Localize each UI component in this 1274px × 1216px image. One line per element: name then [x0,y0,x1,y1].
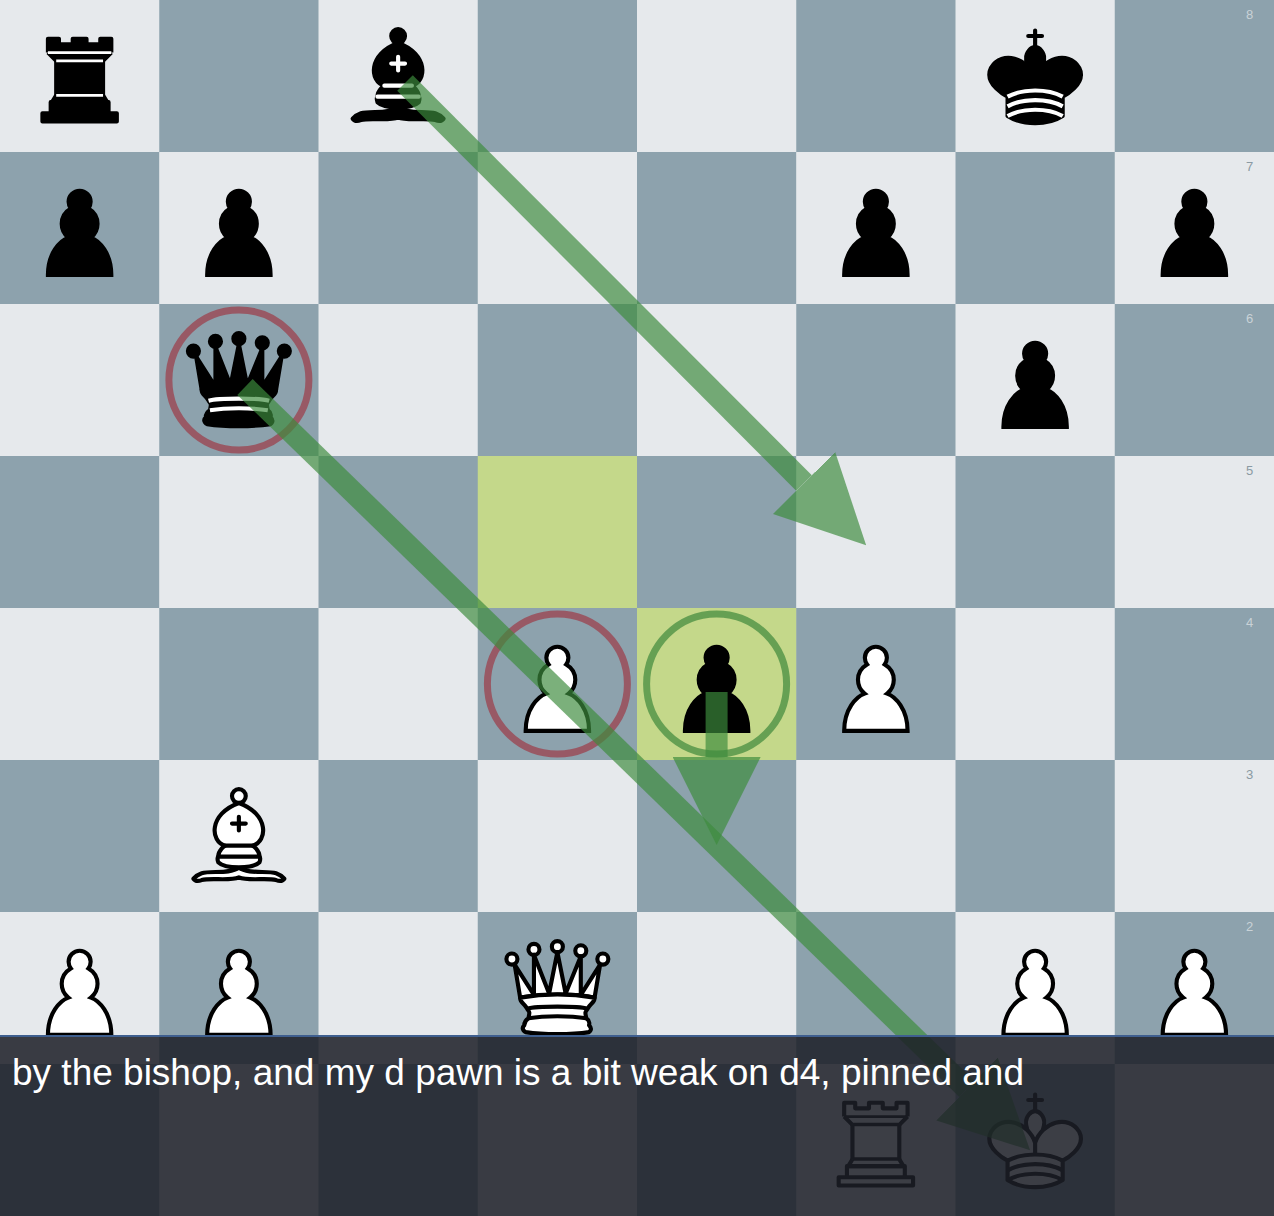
board-square [159,608,319,761]
board-square [478,456,638,609]
board-square [637,152,797,305]
board-square [159,0,319,153]
board-square [319,760,479,913]
board-square [956,304,1116,457]
board-square [956,456,1116,609]
chess-piece [48,951,111,1035]
board-square [0,760,160,913]
chess-piece [1163,951,1226,1035]
chess-piece [1003,343,1066,427]
board-square [956,152,1116,305]
chess-piece [42,39,116,122]
rank-label: 7 [1246,160,1253,174]
board-square [796,760,956,913]
board-square [0,0,160,153]
board-square [637,456,797,609]
subtitle-bar: by the bishop, and my d pawn is a bit we… [0,1035,1274,1216]
rank-label: 4 [1246,616,1253,630]
rank-label: 2 [1246,920,1253,934]
chess-piece [1003,951,1066,1035]
board-square [319,608,479,761]
chess-piece [844,647,907,731]
board-square [796,152,956,305]
board-square [0,304,160,457]
board-square [0,608,160,761]
board-square [1115,152,1274,305]
board-square [478,304,638,457]
chess-piece [193,789,284,881]
chess-piece [844,191,907,275]
board-square [637,608,797,761]
board-square [478,760,638,913]
board-square [319,304,479,457]
board-square [956,608,1116,761]
board-square [159,760,319,913]
rank-label: 3 [1246,768,1253,782]
chess-pieces [42,29,1226,1187]
chess-piece [506,941,608,1034]
board-square [478,0,638,153]
board-square [1115,0,1274,153]
move-arrows [245,83,967,1089]
rank-label: 5 [1246,464,1253,478]
board-square [159,152,319,305]
board-square [796,0,956,153]
subtitle-text: by the bishop, and my d pawn is a bit we… [12,1051,1024,1095]
board-square [319,152,479,305]
board-square [0,456,160,609]
rank-label: 8 [1246,8,1253,22]
board-square [0,152,160,305]
rank-label: 6 [1246,312,1253,326]
chess-piece [48,191,111,275]
chess-piece [1163,191,1226,275]
board-square [796,608,956,761]
chess-piece [207,191,270,275]
board-square [1115,608,1274,761]
board-square [159,456,319,609]
chess-piece [989,31,1081,124]
board-square [796,304,956,457]
board-square [1115,760,1274,913]
board-square [796,456,956,609]
board-square [1115,456,1274,609]
board-square [1115,304,1274,457]
board-square [637,0,797,153]
board-square [956,760,1116,913]
board-square [956,0,1116,153]
chess-piece [207,951,270,1035]
